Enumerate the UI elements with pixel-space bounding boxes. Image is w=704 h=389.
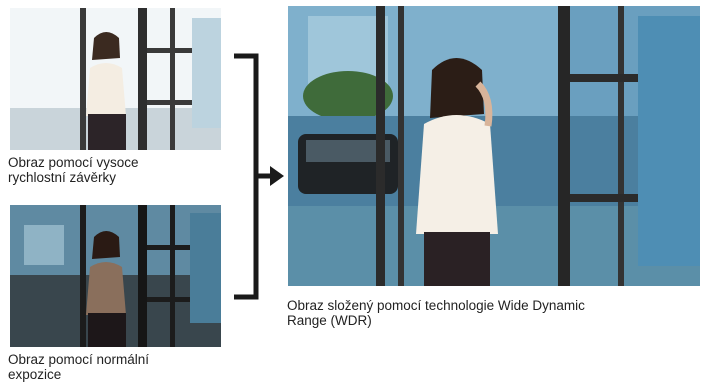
normal-caption-line-1: Obraz pomocí normální	[8, 352, 150, 367]
high-speed-shutter-caption: Obraz pomocí vysoce rychlostní závěrky	[8, 155, 223, 185]
normal-caption-line-2: expozice	[8, 367, 62, 382]
high-speed-caption-line-2: rychlostní závěrky	[8, 170, 117, 185]
wdr-caption-line-2: Range (WDR)	[287, 313, 372, 328]
wdr-composite-caption: Obraz složený pomocí technologie Wide Dy…	[287, 298, 701, 328]
high-speed-shutter-photo	[10, 8, 221, 150]
high-speed-caption-line-1: Obraz pomocí vysoce	[8, 155, 139, 170]
connector-arrow-head	[270, 166, 284, 186]
wdr-composite-photo	[288, 6, 700, 286]
normal-exposure-caption: Obraz pomocí normální expozice	[8, 352, 223, 382]
connector-bracket	[234, 53, 259, 300]
wdr-caption-line-1: Obraz složený pomocí technologie Wide Dy…	[287, 298, 585, 313]
normal-exposure-photo	[10, 205, 221, 347]
